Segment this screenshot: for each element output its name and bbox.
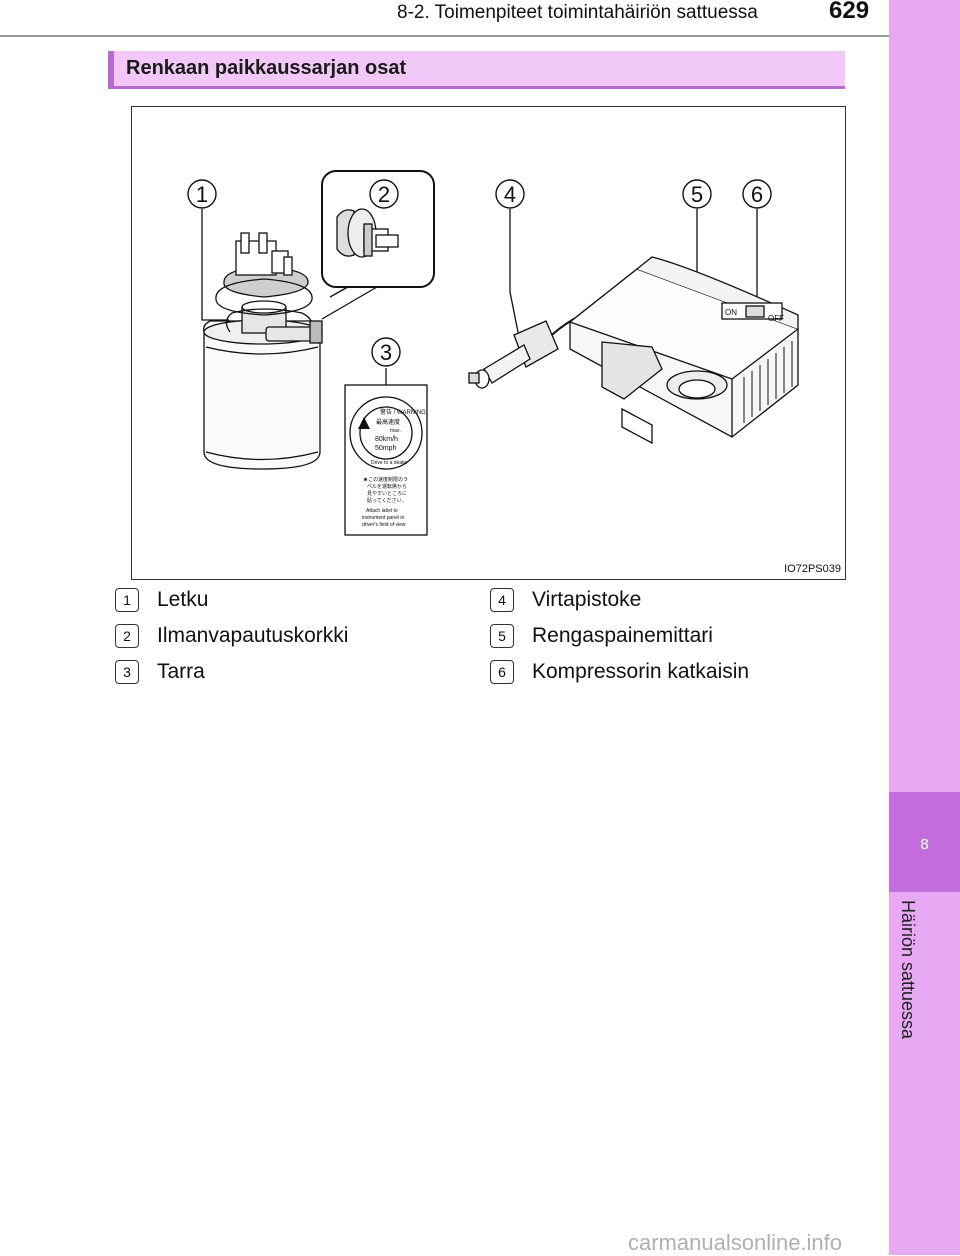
- chapter-number-box: [889, 792, 960, 892]
- sticker-drive: Drive to a dealer: [371, 460, 408, 466]
- callout-6: 6: [742, 179, 772, 209]
- switch-off-label: OFF: [768, 314, 784, 323]
- callout-1-label: 1: [196, 182, 208, 207]
- sticker-attach-1: Attach label to: [366, 508, 398, 514]
- legend-label: Letku: [157, 588, 209, 611]
- legend-number: 3: [115, 660, 139, 684]
- sticker-note-4: 貼ってください。: [367, 497, 407, 504]
- callout-3-label: 3: [380, 340, 392, 365]
- section-accent: [108, 51, 114, 86]
- page-number: 629: [829, 0, 870, 24]
- legend-number: 6: [490, 660, 514, 684]
- legend-item: 3 Tarra: [115, 657, 205, 687]
- leader-line-4: [509, 209, 521, 343]
- legend-label: Ilmanvapautuskorkki: [157, 624, 349, 647]
- repair-kit-figure: 警告 / WARNING 最高速度 max. 80km/h 50mph Driv…: [131, 106, 846, 580]
- legend-item: 2 Ilmanvapautuskorkki: [115, 621, 348, 651]
- callout-2: 2: [369, 179, 399, 209]
- sticker-attach-3: driver's field of view: [362, 522, 406, 528]
- power-plug-drawing: [468, 304, 633, 389]
- sealant-bottle-drawing: [202, 232, 323, 470]
- switch-on-label: ON: [725, 308, 737, 317]
- callout-4-label: 4: [504, 182, 516, 207]
- legend-label: Kompressorin katkaisin: [532, 660, 750, 683]
- sticker-max: max.: [390, 428, 401, 434]
- legend-item: 6 Kompressorin katkaisin: [490, 657, 749, 687]
- legend-label: Rengaspainemittari: [532, 624, 713, 647]
- section-heading: Renkaan paikkaussarjan osat: [108, 51, 845, 89]
- callout-4: 4: [495, 179, 525, 209]
- chapter-label: Häiriön sattuessa: [898, 900, 918, 1040]
- sticker-note-2: ベルを運転席から: [367, 483, 407, 490]
- legend-item: 5 Rengaspainemittari: [490, 621, 713, 651]
- legend-number: 5: [490, 624, 514, 648]
- callout-6-label: 6: [751, 182, 763, 207]
- legend-label: Virtapistoke: [532, 588, 642, 611]
- legend-item: 4 Virtapistoke: [490, 585, 641, 615]
- air-release-cap-zoom: [321, 170, 435, 320]
- repair-kit-illustration: 警告 / WARNING 最高速度 max. 80km/h 50mph Driv…: [187, 170, 800, 536]
- callout-5: 5: [682, 179, 712, 209]
- sticker-note-3: 見やすいところに: [367, 490, 407, 497]
- speed-limit-sticker: 警告 / WARNING 最高速度 max. 80km/h 50mph Driv…: [344, 384, 428, 536]
- callout-1: 1: [187, 179, 217, 209]
- legend-label: Tarra: [157, 660, 205, 683]
- sticker-note-1: ★この速度制限のラ: [363, 476, 408, 483]
- callout-5-label: 5: [691, 182, 703, 207]
- legend-number: 1: [115, 588, 139, 612]
- sticker-attach-2: instrument panel in: [362, 515, 404, 521]
- chapter-number: 8: [920, 836, 929, 853]
- legend-item: 1 Letku: [115, 585, 208, 615]
- legend-number: 4: [490, 588, 514, 612]
- watermark: carmanualsonline.info: [628, 1230, 843, 1255]
- header-divider: [0, 35, 889, 37]
- callout-3: 3: [371, 337, 401, 367]
- figure-code: IO72PS039: [784, 563, 841, 575]
- section-title: Renkaan paikkaussarjan osat: [126, 57, 407, 79]
- sticker-mph: 50mph: [375, 445, 397, 452]
- sticker-kmh: 80km/h: [375, 436, 398, 443]
- compressor-drawing: ON OFF: [568, 256, 800, 445]
- leader-line-1: [201, 209, 229, 321]
- callout-2-label: 2: [378, 182, 390, 207]
- page-header-title: 8-2. Toimenpiteet toimintahäiriön sattue…: [397, 2, 758, 23]
- chapter-side-tab: [889, 0, 960, 1255]
- sticker-speed-jp: 最高速度: [376, 418, 400, 426]
- sticker-warning: 警告 / WARNING: [380, 408, 426, 416]
- legend-number: 2: [115, 624, 139, 648]
